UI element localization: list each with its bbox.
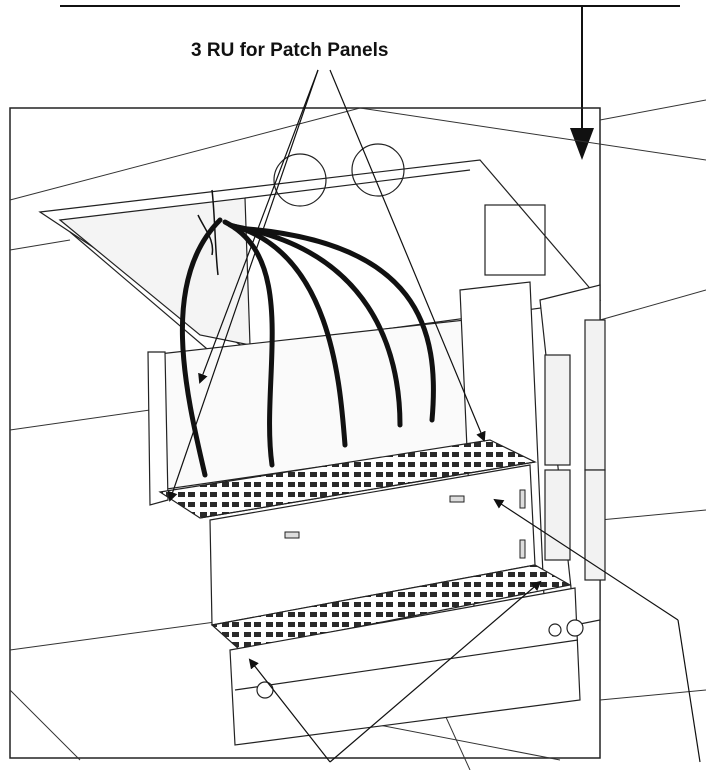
patch-panel-callout-label: 3 RU for Patch Panels <box>191 40 389 61</box>
left-side-bracket <box>147 351 169 506</box>
cable-bundle <box>179 217 436 478</box>
callout-leader-lines-lower <box>248 498 701 763</box>
patch-panel-row-upper <box>158 439 537 519</box>
cable-bundle-thin <box>197 189 219 276</box>
down-arrow-icon <box>570 128 594 160</box>
cabinet-base <box>229 587 584 746</box>
cable-hole <box>351 143 405 197</box>
patch-panel-row-lower <box>210 564 572 651</box>
cable-hole <box>273 153 327 207</box>
rear-panel-plate <box>484 204 546 276</box>
cover-plate-slots <box>284 489 526 559</box>
callout-leader-lines-upper <box>167 69 486 502</box>
top-rail-line <box>60 5 680 150</box>
